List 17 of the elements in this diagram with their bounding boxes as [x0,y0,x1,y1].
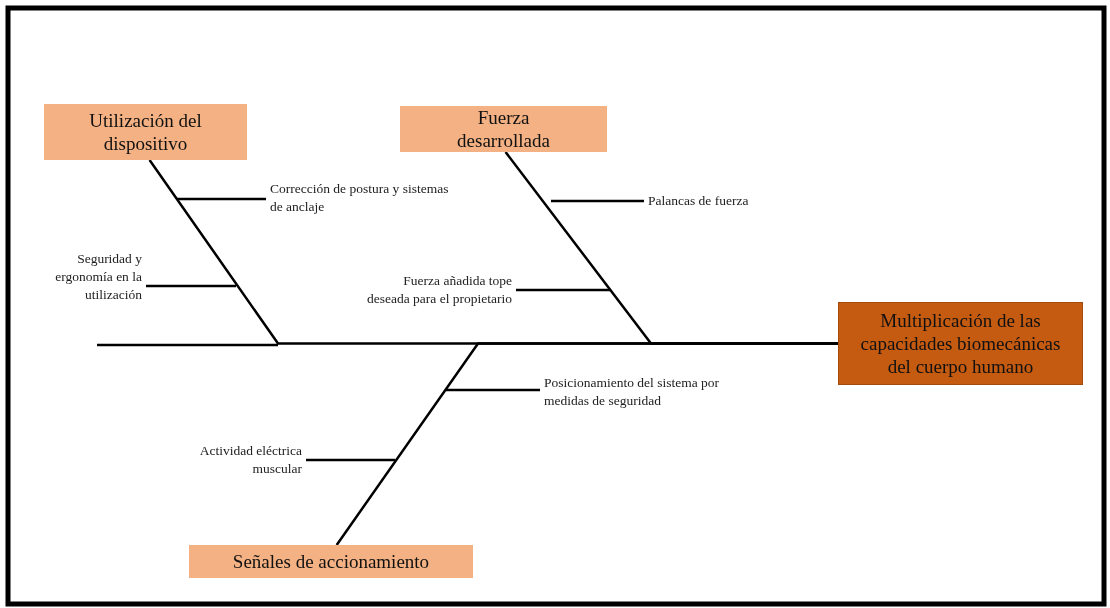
rib-line [177,197,266,201]
cause-label: Corrección de postura y sistemas de anclaje [270,180,450,216]
category-box: Fuerza desarrollada [400,106,607,152]
cause-label: Palancas de fuerza [648,192,798,210]
cause-label: Seguridad y ergonomía en la utilización [20,250,142,306]
effect-box: Multiplicación de las capacidades biomecánicas del cuerpo humano [838,302,1083,385]
rib-line [446,388,540,392]
category-box: Utilización del dispositivo [44,104,247,160]
cause-label: Actividad eléctrica muscular [160,442,302,478]
rib-line [516,288,610,292]
cause-label: Fuerza añadida tope deseada para el propietario [366,272,512,328]
rib-line [306,458,395,462]
cause-label: Posicionamiento del sistema por medidas de seguridad [544,374,730,410]
branch-line [335,342,838,546]
rib-line [551,199,644,203]
rib-line [146,284,236,288]
category-box: Señales de accionamiento [189,545,473,578]
